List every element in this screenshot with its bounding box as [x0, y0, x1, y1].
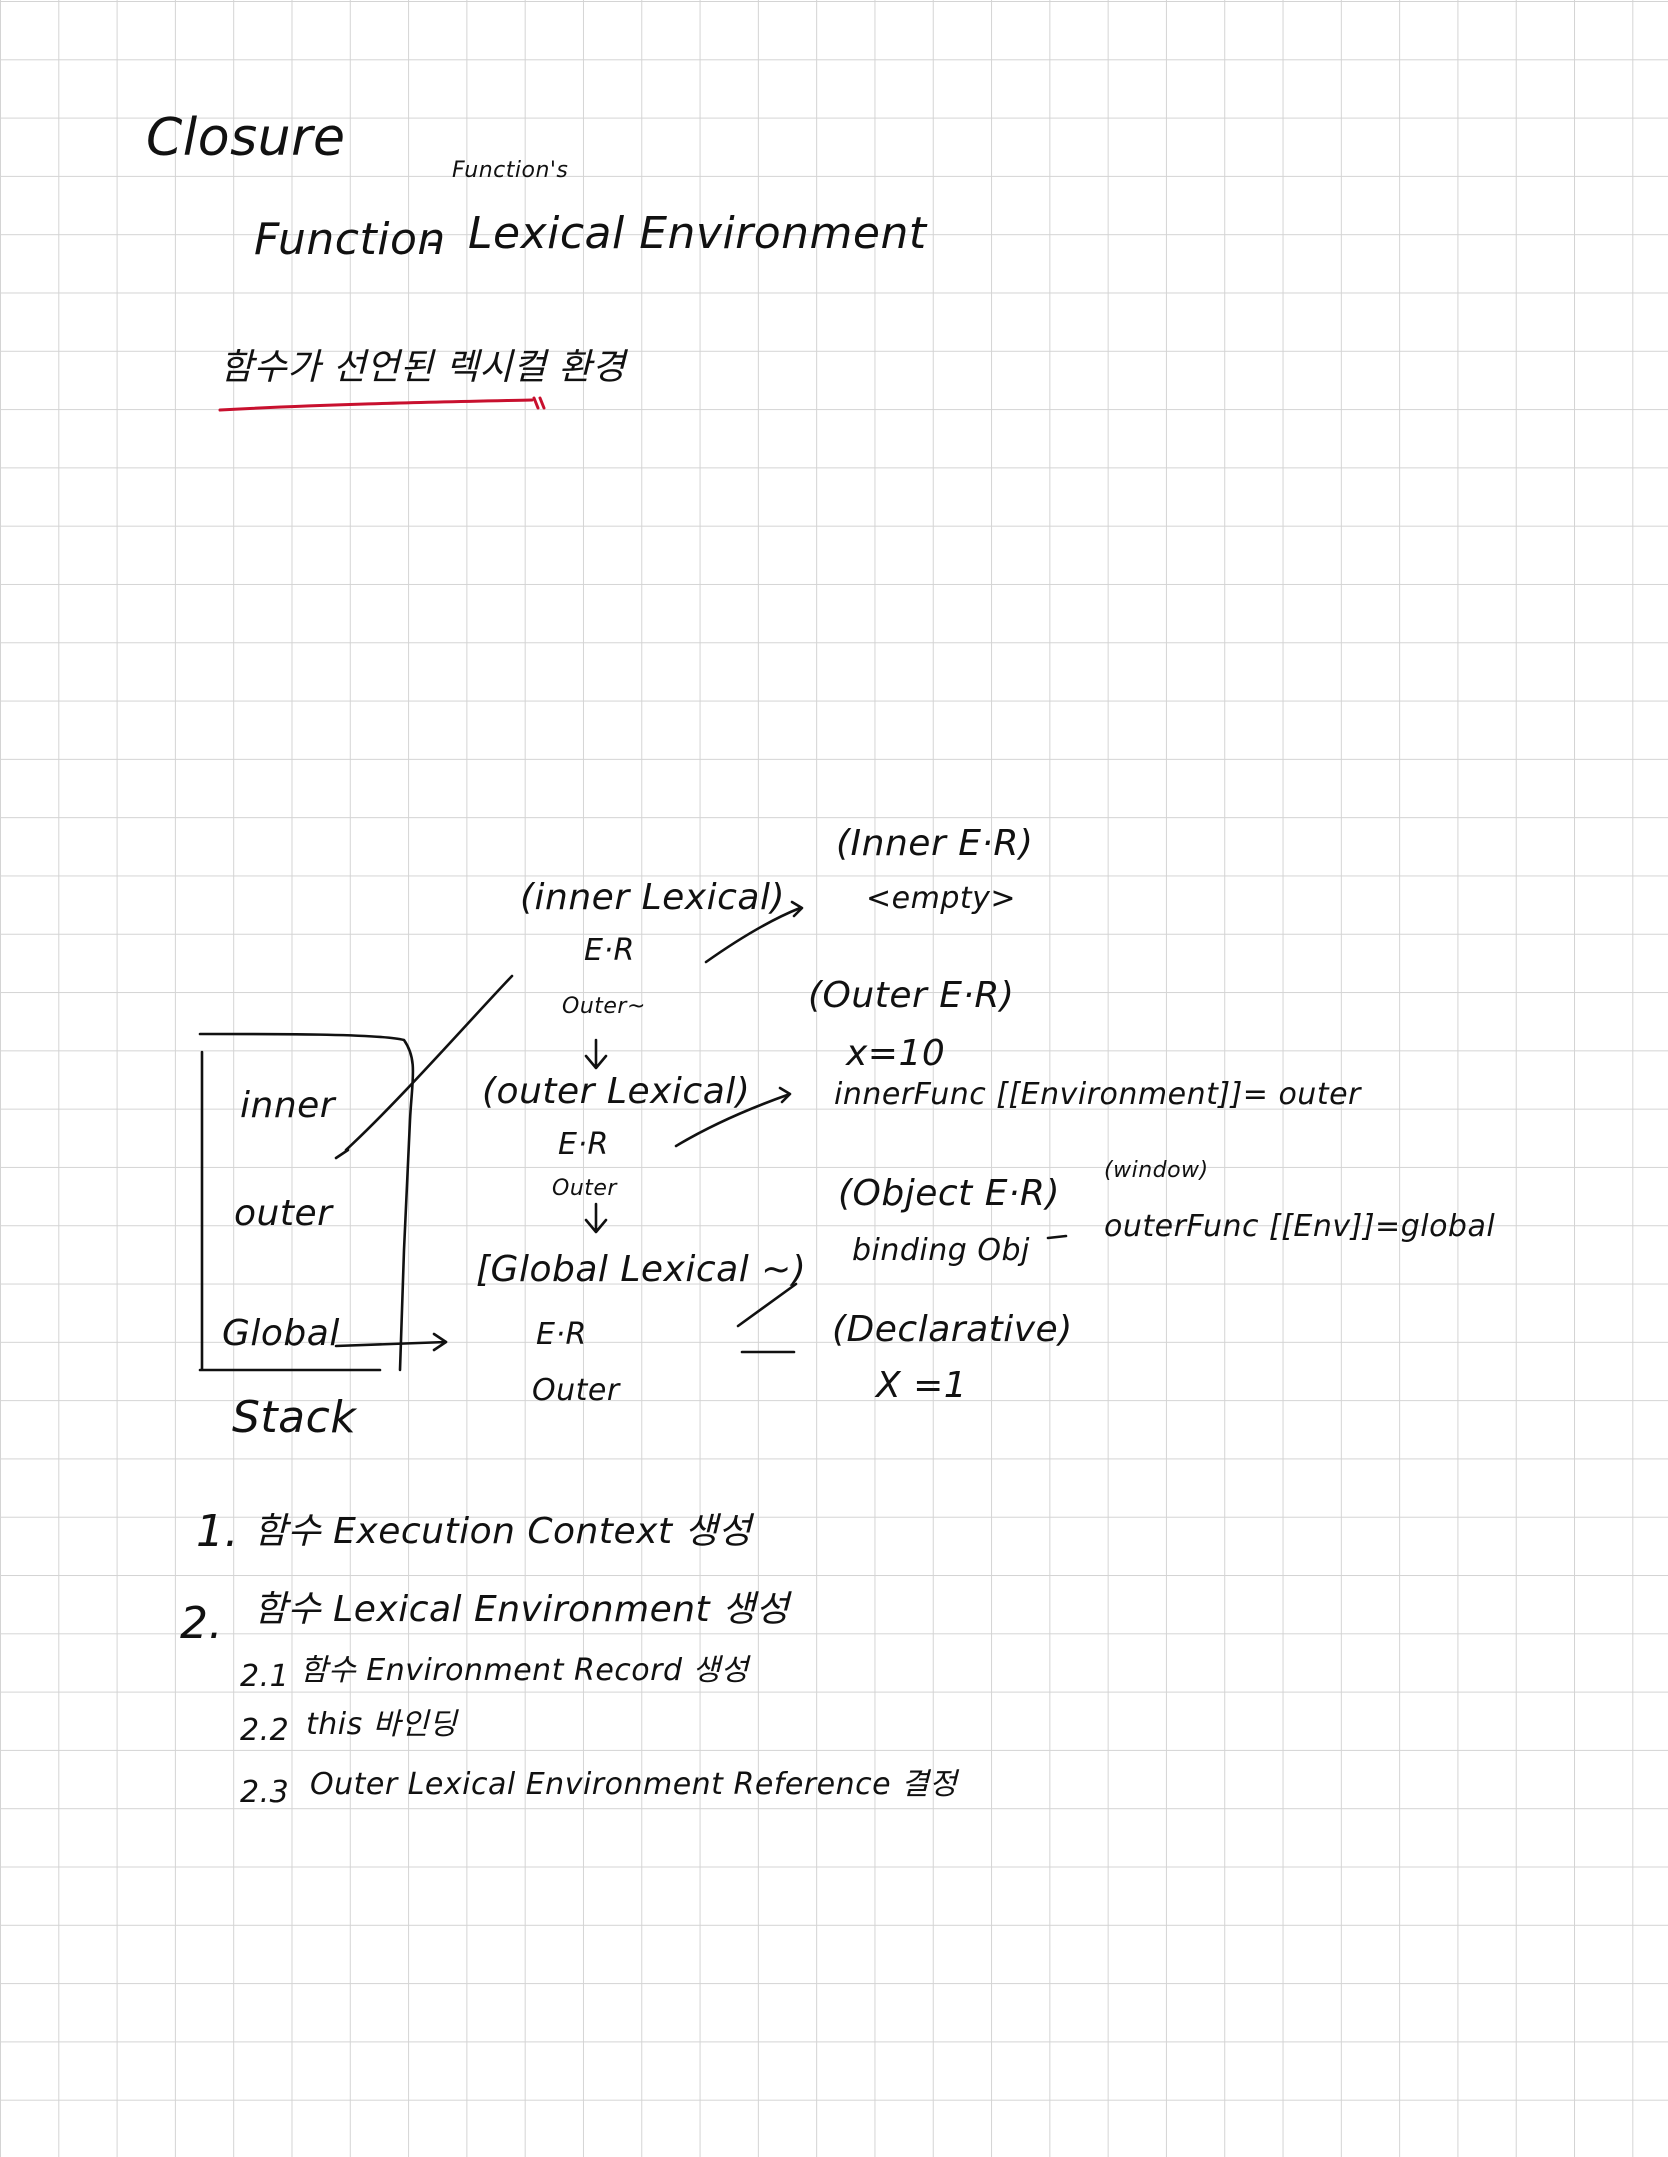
definition-dash: - — [426, 216, 443, 267]
red-tick-mark — [532, 396, 546, 410]
outer-er-func: innerFunc [[Environment]]= outer — [834, 1077, 1361, 1112]
step-2-2-number: 2.2 — [240, 1713, 290, 1748]
outer-er-var: x=10 — [846, 1033, 946, 1074]
red-underline — [218, 398, 534, 412]
stack-item-inner: inner — [240, 1085, 336, 1126]
declarative-er-title: (Declarative) — [832, 1309, 1073, 1350]
global-lexical-outer: Outer — [532, 1373, 620, 1408]
definition-left: Function — [254, 214, 446, 265]
functions-annotation: Function's — [452, 158, 569, 183]
window-annotation: (window) — [1104, 1158, 1209, 1183]
object-er-title: (Object E·R) — [838, 1173, 1060, 1214]
inner-lexical-title: (inner Lexical) — [520, 877, 785, 918]
step-1-text: 함수 Execution Context 생성 — [254, 1511, 752, 1552]
global-arrow — [334, 1340, 448, 1348]
object-er-func: outerFunc [[Env]]=global — [1104, 1209, 1496, 1244]
inner-arrow-tick — [334, 1148, 350, 1160]
declarative-er-var: X =1 — [876, 1365, 968, 1406]
global-to-object-line — [736, 1282, 798, 1328]
inner-lexical-er: E·R — [584, 933, 635, 968]
step-2-text: 함수 Lexical Environment 생성 — [254, 1589, 790, 1630]
step-2-1-number: 2.1 — [240, 1659, 290, 1694]
chain-arrow-1 — [584, 1038, 608, 1070]
stack-label: Stack — [232, 1392, 357, 1443]
inner-er-title: (Inner E·R) — [836, 823, 1034, 864]
object-dash — [1046, 1234, 1068, 1240]
outer-lexical-er: E·R — [558, 1127, 609, 1162]
outer-lexical-outer: Outer — [552, 1176, 617, 1201]
step-1-number: 1. — [196, 1506, 239, 1557]
outer-er-title: (Outer E·R) — [808, 975, 1015, 1016]
korean-note: 함수가 선언된 렉시컬 환경 — [220, 347, 626, 388]
step-2-3-number: 2.3 — [240, 1775, 290, 1810]
inner-lexical-outer: Outer~ — [562, 994, 646, 1019]
object-er-body: binding Obj — [852, 1233, 1030, 1268]
inner-link-line — [344, 974, 514, 1152]
stack-item-global: Global — [222, 1313, 340, 1354]
global-lexical-title: [Global Lexical ~) — [476, 1249, 807, 1290]
step-2-1-text: 함수 Environment Record 생성 — [300, 1653, 749, 1688]
global-arrowhead — [432, 1332, 448, 1352]
step-2-2-text: this 바인딩 — [306, 1707, 458, 1742]
chain-arrow-2 — [584, 1202, 608, 1234]
arrow-to-inner-er — [704, 900, 804, 964]
page-title: Closure — [146, 108, 346, 168]
step-2-3-text: Outer Lexical Environment Reference 결정 — [310, 1767, 958, 1802]
inner-er-body: <empty> — [866, 881, 1017, 916]
definition-right: Lexical Environment — [468, 208, 927, 259]
step-2-number: 2. — [180, 1598, 223, 1649]
stack-item-outer: outer — [234, 1193, 333, 1234]
global-lexical-er: E·R — [536, 1317, 587, 1352]
outer-lexical-title: (outer Lexical) — [482, 1071, 751, 1112]
arrow-to-outer-er — [674, 1086, 792, 1148]
stack-box — [198, 1032, 415, 1372]
